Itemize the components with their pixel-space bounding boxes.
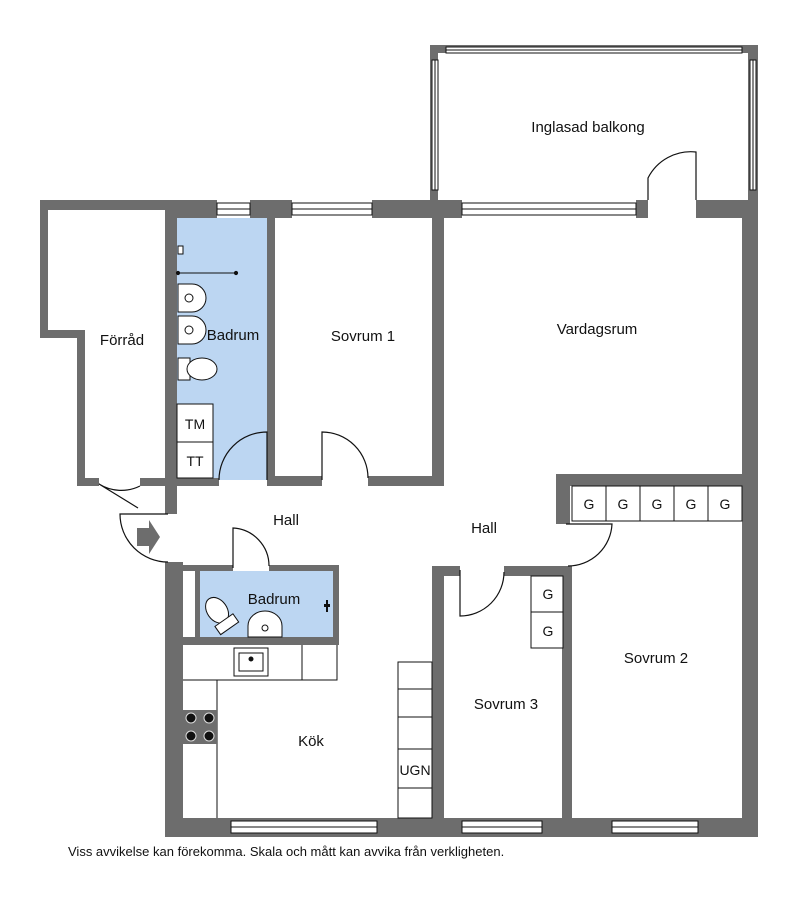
kitchen-counter [183, 645, 338, 818]
tall-cabinets [397, 661, 433, 819]
toilet-icon [177, 357, 218, 381]
oven-label: UGN [399, 762, 430, 778]
wardrobe-label: G [720, 496, 731, 512]
kitchen-sink-icon [233, 647, 269, 677]
room-label-hall-center: Hall [471, 520, 497, 537]
room-label-bedroom-3: Sovrum 3 [474, 696, 538, 713]
tumble-dryer-label: TT [186, 453, 204, 469]
windows [216, 46, 757, 834]
toilet-icon [205, 596, 240, 636]
washing-machine-label: TM [185, 416, 205, 432]
disclaimer-text: Viss avvikelse kan förekomma. Skala och … [68, 844, 505, 859]
wardrobe-label: G [543, 586, 554, 602]
washbasin-icon [177, 283, 207, 313]
wardrobe-label: G [686, 496, 697, 512]
washbasin-icon [247, 610, 283, 638]
room-label-hall-left: Hall [273, 512, 299, 529]
room-label-living-room: Vardagsrum [557, 321, 638, 338]
doors [98, 151, 697, 617]
wardrobes [530, 485, 743, 649]
tap-icon [324, 600, 330, 612]
room-label-bathroom-lower: Badrum [248, 591, 301, 608]
stove-icon [183, 710, 217, 744]
shower-fixture [175, 245, 239, 276]
wardrobe-label: G [543, 623, 554, 639]
entrance-arrow-icon [137, 520, 160, 554]
room-label-bathroom-upper: Badrum [207, 327, 260, 344]
laundry-units [176, 403, 214, 479]
walls [40, 45, 758, 837]
room-label-storage: Förråd [100, 332, 144, 349]
room-label-kitchen: Kök [298, 733, 324, 750]
window-mullions [217, 49, 754, 828]
room-label-bedroom-2: Sovrum 2 [624, 650, 688, 667]
washbasin-icon [177, 315, 207, 345]
wardrobe-label: G [618, 496, 629, 512]
wardrobe-label: G [652, 496, 663, 512]
wardrobe-label: G [584, 496, 595, 512]
room-label-balcony: Inglasad balkong [531, 119, 644, 136]
room-label-bedroom-1: Sovrum 1 [331, 328, 395, 345]
